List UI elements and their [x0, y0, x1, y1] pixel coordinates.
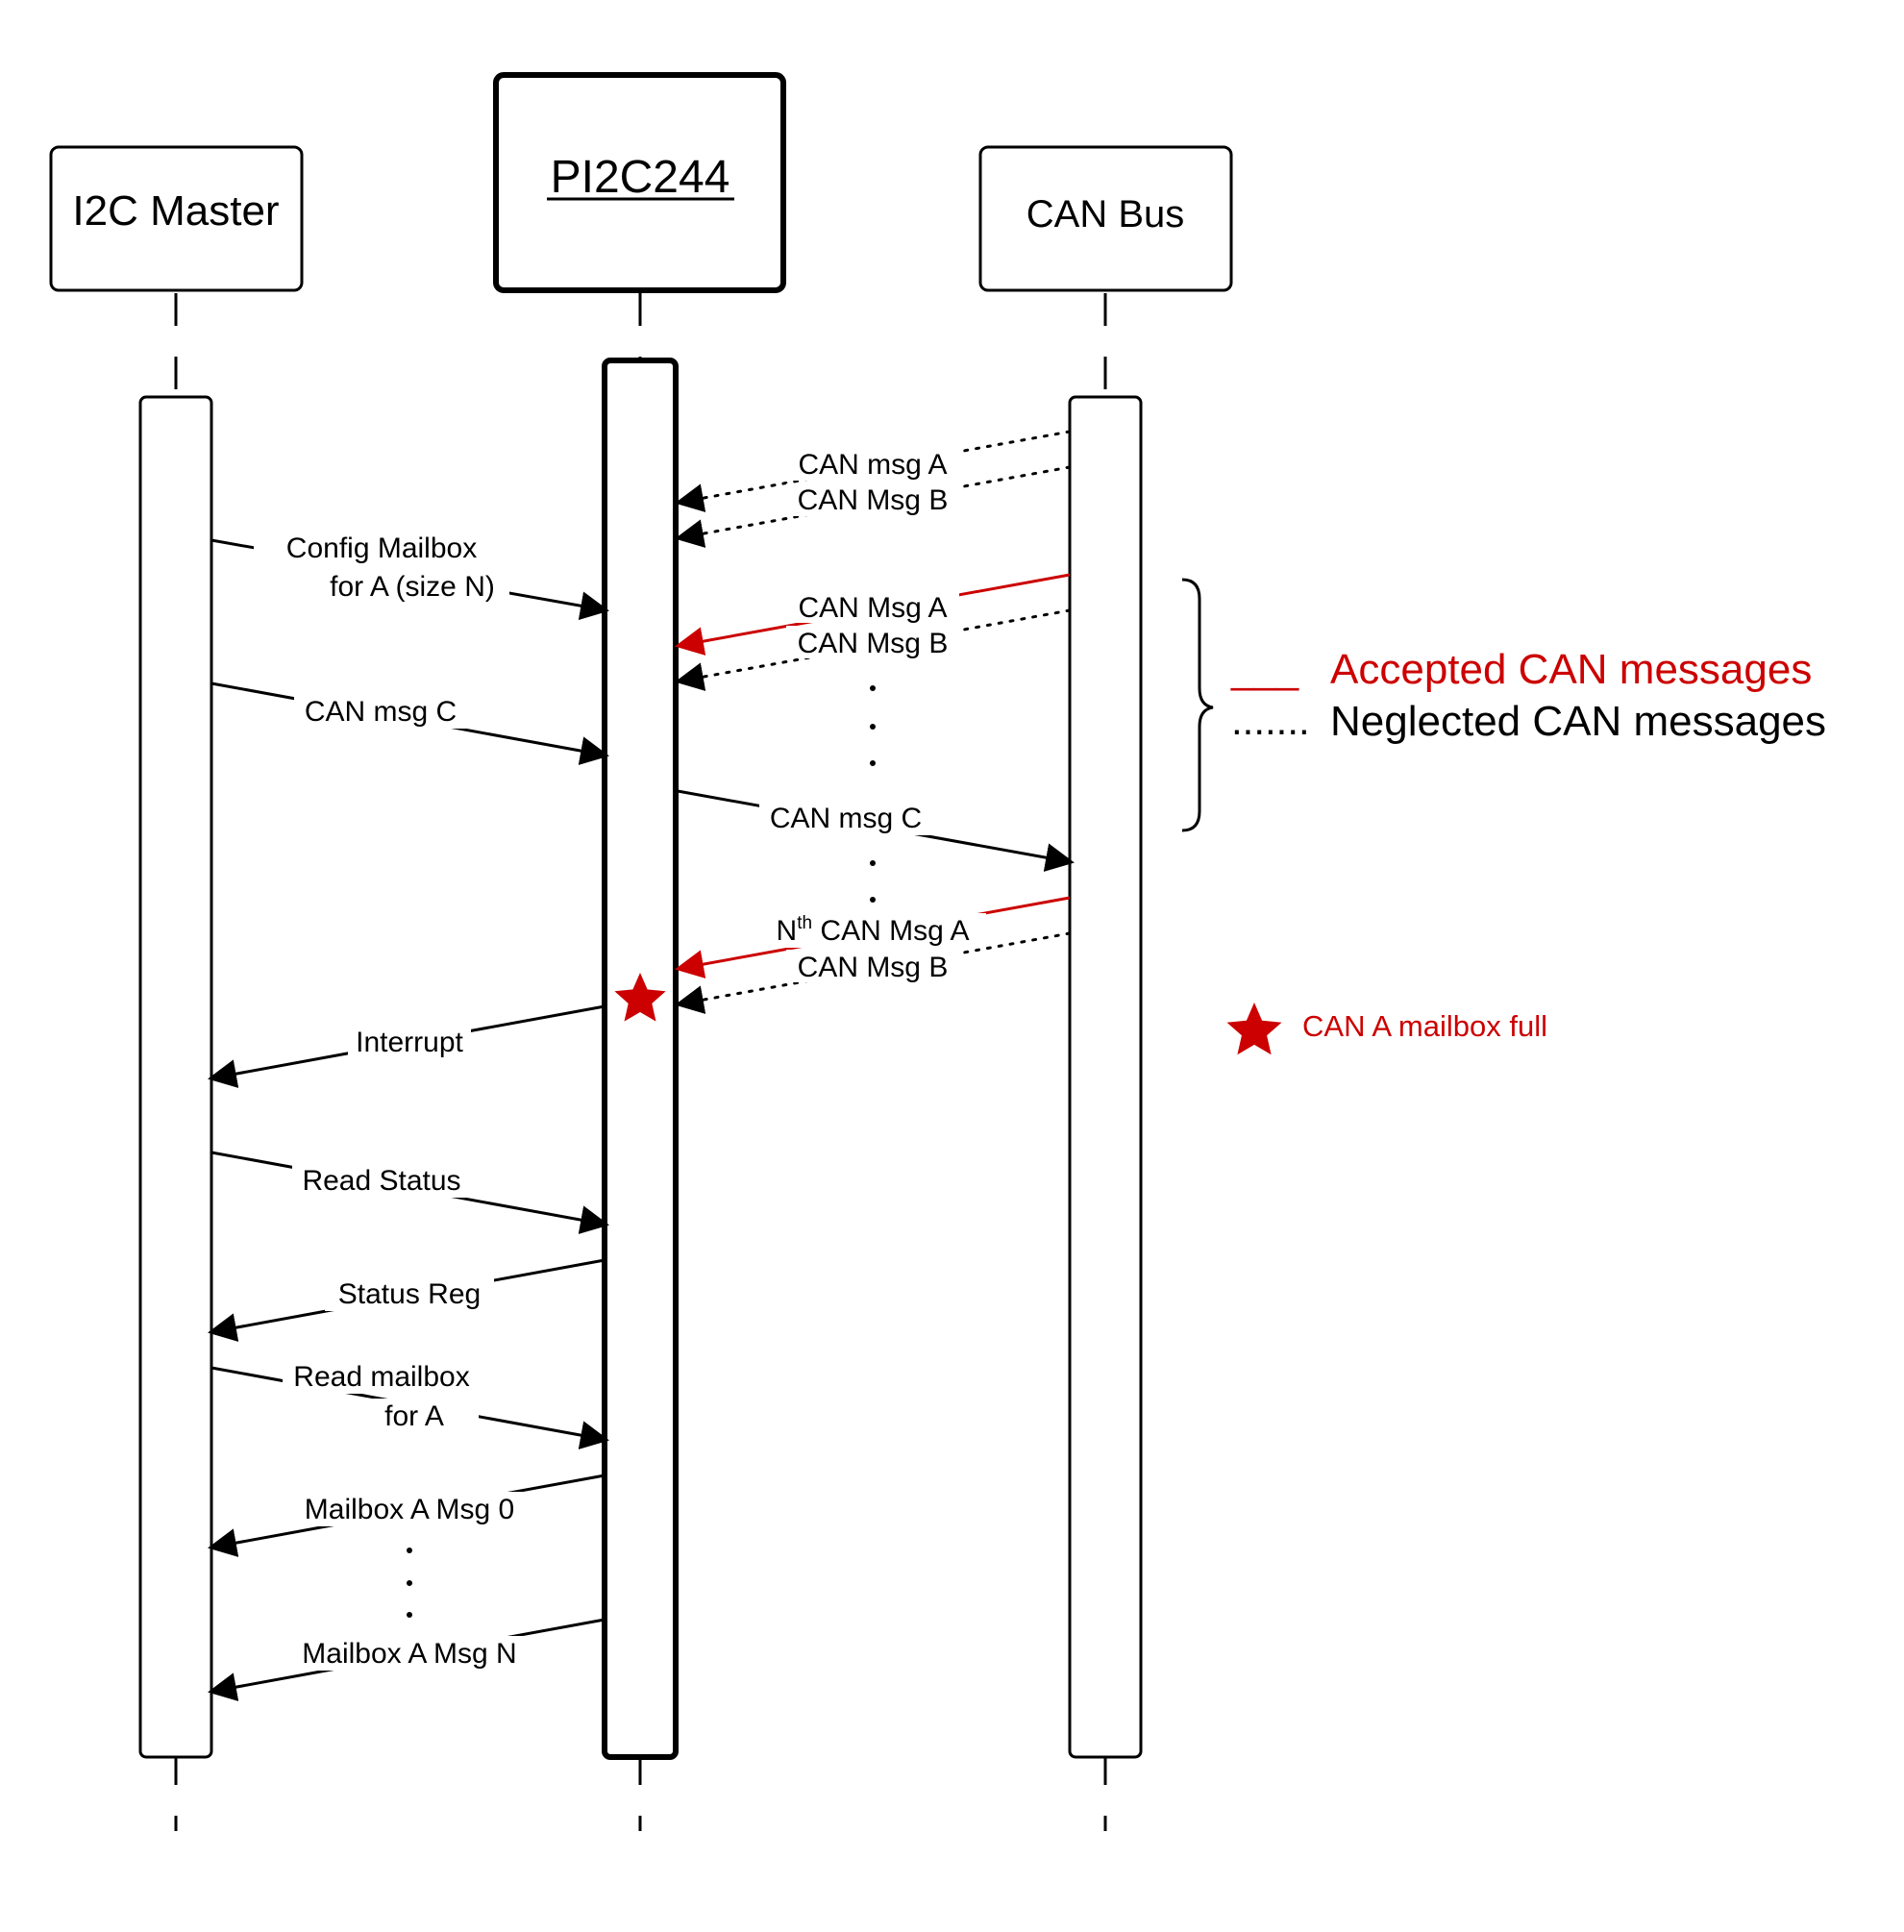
participant-i2c-master: I2C Master: [49, 145, 304, 292]
legend-brace: [1181, 578, 1214, 832]
arrow-read-status: Read Status: [210, 1151, 609, 1234]
legend-accepted-label: Accepted CAN messages: [1330, 646, 1812, 693]
legend-neglected-label: Neglected CAN messages: [1330, 698, 1826, 745]
arrow-can-msg-b-1: CAN Msg B: [675, 465, 1072, 548]
label-read-mailbox-1: Read mailbox: [293, 1361, 469, 1393]
label-can-msg-a-2: CAN Msg A: [798, 592, 947, 624]
legend-accepted-marker: ___: [1230, 646, 1299, 691]
label-config-2: for A (size N): [330, 571, 495, 603]
participant-label-master: I2C Master: [72, 187, 279, 235]
label-can-msg-a-1: CAN msg A: [798, 449, 947, 481]
arrow-nth-can-msg-a-accepted: Nth CAN Msg A: [675, 896, 1071, 978]
label-mailbox-msg-n: Mailbox A Msg N: [302, 1638, 516, 1670]
activation-master: [138, 395, 213, 1759]
label-read-status: Read Status: [302, 1165, 460, 1197]
legend-star-icon: [1226, 1003, 1282, 1055]
ellipsis-dots-1: [870, 685, 876, 766]
label-status-reg: Status Reg: [338, 1278, 481, 1310]
label-read-mailbox-2: for A: [384, 1400, 444, 1432]
arrow-mailbox-a-msg-n: Mailbox A Msg N: [208, 1618, 606, 1701]
label-can-msg-c-out: CAN msg C: [770, 803, 922, 834]
label-config-1: Config Mailbox: [286, 533, 477, 564]
label-nth-can-msg-a: Nth CAN Msg A: [777, 913, 970, 947]
ellipsis-dots-3: [407, 1548, 412, 1618]
participant-can-bus: CAN Bus: [978, 145, 1233, 292]
arrow-read-mailbox: Read mailbox for A: [210, 1359, 609, 1449]
label-can-msg-b-3: CAN Msg B: [798, 952, 949, 983]
label-interrupt: Interrupt: [356, 1027, 463, 1058]
arrow-can-msg-c-in: CAN msg C: [210, 681, 609, 765]
arrow-can-msg-b-3: CAN Msg B: [675, 931, 1072, 1014]
participant-label-bus: CAN Bus: [1026, 193, 1185, 235]
ellipsis-dots-2: [870, 860, 876, 903]
participant-label-chip: PI2C244: [551, 152, 730, 203]
legend-neglected: ....... Neglected CAN messages: [1231, 698, 1826, 745]
arrow-status-reg: Status Reg: [208, 1258, 606, 1342]
legend-mailbox-full-label: CAN A mailbox full: [1302, 1009, 1547, 1043]
arrow-config-mailbox: Config Mailbox for A (size N): [210, 530, 609, 621]
label-nth-prefix: N: [777, 915, 798, 947]
arrow-mailbox-a-msg-0: Mailbox A Msg 0: [208, 1474, 606, 1557]
arrow-can-msg-a-1: CAN msg A: [675, 430, 1072, 512]
label-nth-rest: CAN Msg A: [812, 915, 969, 947]
label-can-msg-b-1: CAN Msg B: [798, 484, 949, 516]
label-nth-sup: th: [797, 913, 812, 933]
label-can-msg-b-2: CAN Msg B: [798, 628, 949, 659]
arrow-can-msg-a-2-accepted: CAN Msg A: [675, 573, 1071, 656]
arrow-can-msg-b-2: CAN Msg B: [675, 608, 1072, 691]
label-mailbox-msg-0: Mailbox A Msg 0: [305, 1494, 514, 1525]
mailbox-full-star-icon: [614, 973, 666, 1022]
legend-neglected-marker: .......: [1231, 698, 1310, 743]
label-can-msg-c-in: CAN msg C: [305, 696, 457, 728]
activation-bus: [1068, 395, 1143, 1759]
participant-pi2c244: PI2C244: [493, 72, 786, 293]
arrow-can-msg-c-out: CAN msg C: [677, 789, 1075, 872]
activation-chip: [602, 358, 679, 1760]
arrow-interrupt: Interrupt: [208, 1004, 606, 1088]
legend-mailbox-full: CAN A mailbox full: [1226, 1003, 1547, 1055]
legend-accepted: ___ Accepted CAN messages: [1230, 646, 1812, 693]
